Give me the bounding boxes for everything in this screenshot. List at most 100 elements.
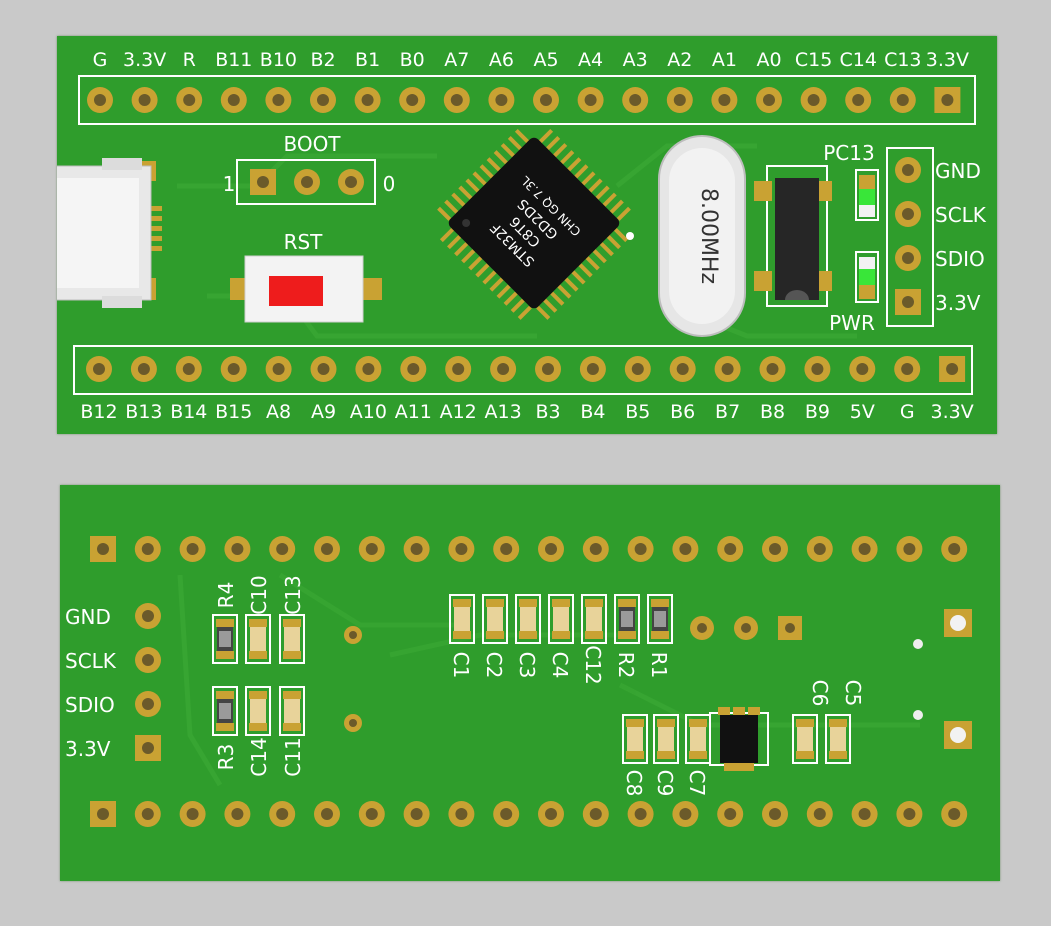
bottom-pad[interactable] [941,801,968,827]
bottom-pad[interactable] [762,536,788,562]
footer-pad[interactable] [130,356,157,382]
bottom-pad[interactable] [806,801,833,827]
header-pad[interactable] [87,87,113,113]
footer-pad[interactable] [490,356,517,382]
header-pad[interactable] [220,87,247,113]
footer-pad[interactable] [355,356,382,382]
header-pad[interactable] [577,87,604,113]
footer-pad[interactable] [669,356,696,382]
swd-pad[interactable] [895,157,921,183]
bottom-pad[interactable] [896,536,923,562]
bottom-pad[interactable] [627,536,654,562]
bottom-pad[interactable] [672,801,699,827]
footer-pin-label: B15 [215,401,252,423]
bottom-pad[interactable] [224,536,251,562]
boot-jumper-pins[interactable] [250,169,364,195]
swd-pad[interactable] [895,245,921,271]
bottom-pad[interactable] [134,801,161,827]
bottom-pad[interactable] [358,801,385,827]
header-pad[interactable] [131,87,158,113]
footer-pad[interactable] [939,356,966,382]
bottom-pad[interactable] [179,536,206,562]
header-pad[interactable] [176,87,203,113]
header-pad[interactable] [622,87,649,113]
header-pad[interactable] [310,87,336,113]
bottom-pad[interactable] [493,536,520,562]
bottom-pad[interactable] [672,536,699,562]
bottom-pad[interactable] [941,536,968,562]
header-pad[interactable] [934,87,961,113]
footer-pin-label: 5V [850,401,875,423]
bottom-pad[interactable] [269,801,296,827]
bottom-pad[interactable] [314,536,340,562]
bottom-swd-pad[interactable] [135,735,161,761]
header-pad[interactable] [354,87,381,113]
header-pad[interactable] [533,87,559,113]
reset-button[interactable] [230,255,382,323]
header-pad[interactable] [399,87,426,113]
bottom-pad[interactable] [538,536,564,562]
bottom-bottom-row-pads [90,801,968,827]
footer-pad[interactable] [445,356,472,382]
component-label: R1 [647,652,671,679]
footer-pad[interactable] [894,356,921,382]
bottom-swd-pad[interactable] [135,647,161,673]
footer-pad[interactable] [86,356,112,382]
bottom-pad[interactable] [896,801,923,827]
footer-pad[interactable] [265,356,292,382]
bottom-pad[interactable] [448,536,475,562]
bottom-pad[interactable] [179,801,206,827]
bottom-pad[interactable] [851,536,878,562]
footer-pad[interactable] [535,356,561,382]
bottom-pad[interactable] [582,536,609,562]
swd-pad[interactable] [895,201,921,227]
bottom-swd-pad[interactable] [135,603,161,629]
bottom-pad[interactable] [627,801,654,827]
bottom-pad[interactable] [538,801,564,827]
footer-pad[interactable] [849,356,876,382]
bottom-pad[interactable] [493,801,520,827]
header-pad[interactable] [666,87,693,113]
header-pad[interactable] [488,87,515,113]
footer-pad[interactable] [624,356,651,382]
header-pad[interactable] [756,87,782,113]
capacitor [825,714,851,764]
swd-pad[interactable] [895,289,921,315]
bottom-pad[interactable] [314,801,340,827]
footer-pad[interactable] [579,356,606,382]
footer-pad[interactable] [220,356,247,382]
bottom-pad[interactable] [403,801,430,827]
bottom-swd-header[interactable] [135,603,161,761]
bottom-pad[interactable] [448,801,475,827]
header-pad[interactable] [265,87,292,113]
bottom-pad[interactable] [851,801,878,827]
footer-pad[interactable] [714,356,741,382]
bottom-pad[interactable] [269,536,296,562]
bottom-pad[interactable] [717,536,744,562]
header-pad[interactable] [443,87,470,113]
bottom-pad[interactable] [90,536,116,562]
bottom-pad[interactable] [134,536,161,562]
footer-pad[interactable] [175,356,202,382]
bottom-pad[interactable] [762,801,788,827]
bottom-pad[interactable] [403,536,430,562]
header-pad[interactable] [800,87,827,113]
bottom-pad[interactable] [358,536,385,562]
bottom-pad[interactable] [224,801,251,827]
header-pad[interactable] [711,87,738,113]
header-pin-label: G [93,49,108,71]
footer-pad[interactable] [400,356,427,382]
bottom-pad[interactable] [717,801,744,827]
bottom-pad[interactable] [90,801,116,827]
header-pad[interactable] [889,87,916,113]
footer-pad[interactable] [759,356,786,382]
header-pad[interactable] [845,87,872,113]
footer-pad[interactable] [310,356,337,382]
bottom-pad[interactable] [582,801,609,827]
bottom-pad[interactable] [806,536,833,562]
footer-pad[interactable] [804,356,831,382]
swd-header[interactable] [895,157,921,315]
bottom-swd-pad[interactable] [135,691,161,717]
